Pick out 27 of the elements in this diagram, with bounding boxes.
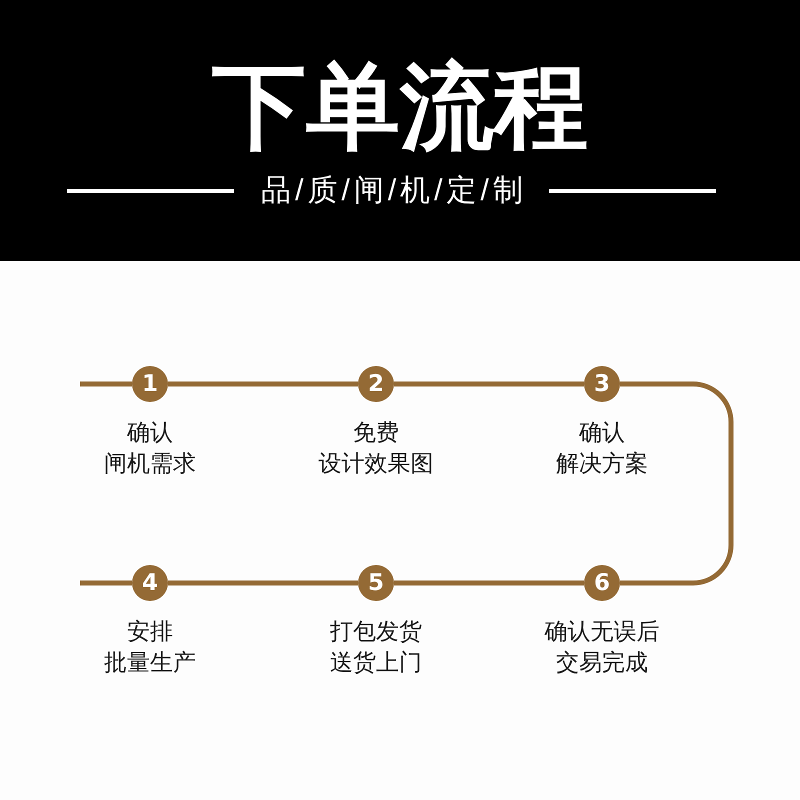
step-circle: 5: [358, 565, 394, 601]
step-circle: 1: [132, 366, 168, 402]
connector-line: [394, 382, 584, 386]
step-label: 确认: [579, 418, 625, 447]
step-circle: 6: [584, 565, 620, 601]
title: 下单流程: [212, 58, 588, 158]
connector-line: [80, 580, 132, 586]
connector-line: [168, 382, 358, 386]
step-label: 闸机需求: [104, 449, 196, 478]
step-label: 设计效果图: [318, 449, 434, 478]
step-label: 交易完成: [556, 648, 648, 677]
step-label: 安排: [127, 617, 173, 646]
subtitle: 品/质/闸/机/定/制: [261, 173, 527, 209]
step-label: 批量生产: [104, 648, 196, 677]
connector-line: [620, 382, 734, 586]
step-circle: 2: [358, 366, 394, 402]
step-circle: 4: [132, 565, 168, 601]
step-label: 打包发货: [330, 617, 422, 646]
connector-line: [80, 382, 132, 386]
step-label: 免费: [353, 418, 399, 447]
connector-line: [168, 580, 358, 586]
step-label: 确认: [127, 418, 173, 447]
connector-line: [394, 580, 584, 586]
step-label: 确认无误后: [544, 617, 660, 646]
step-label: 送货上门: [330, 648, 422, 677]
step-circle: 3: [584, 366, 620, 402]
step-label: 解决方案: [556, 449, 648, 478]
